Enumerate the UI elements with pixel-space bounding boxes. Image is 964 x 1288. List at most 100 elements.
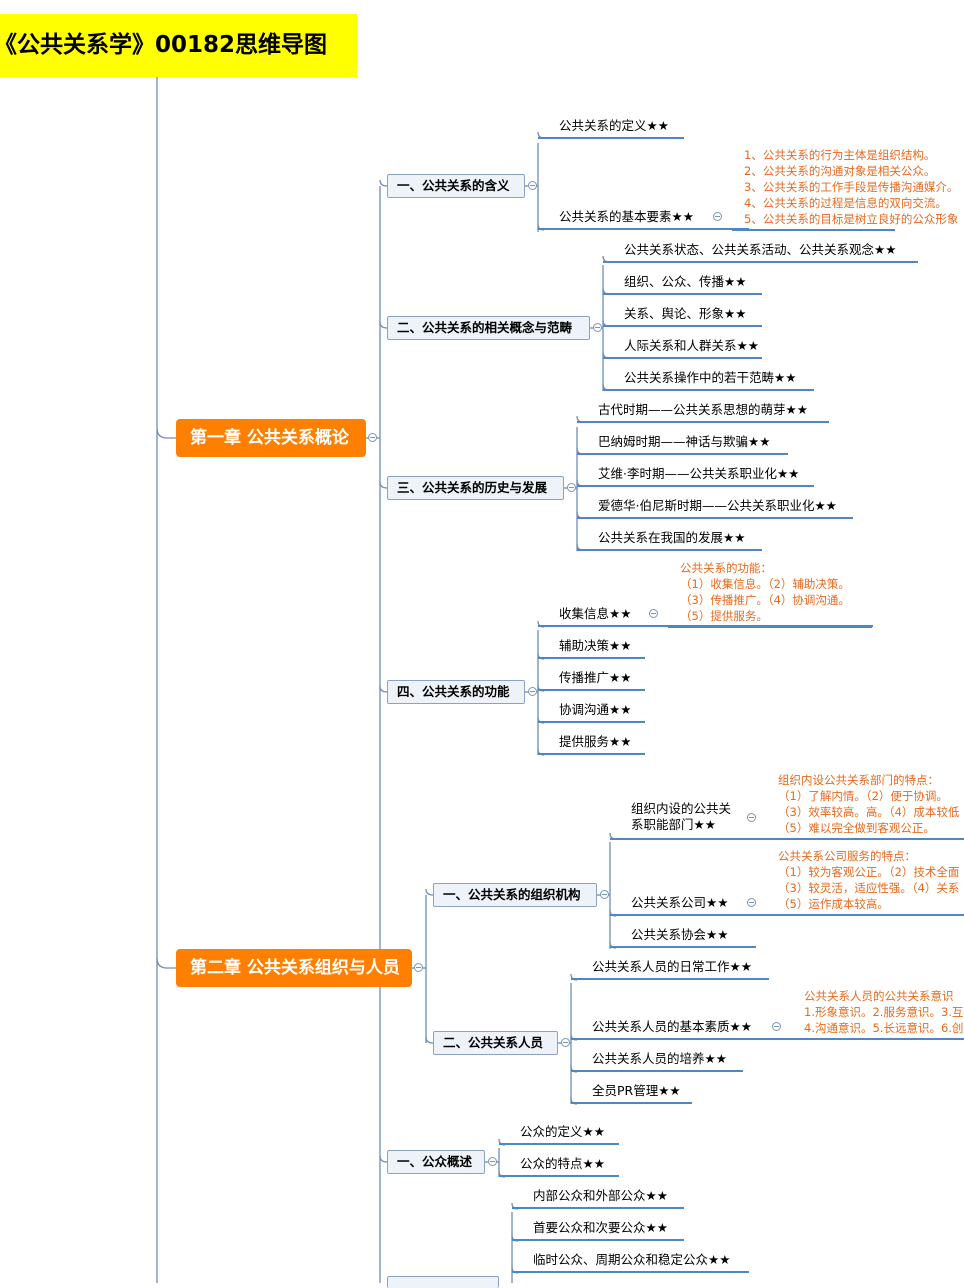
- leaf-node-label[interactable]: 公共关系公司★★: [631, 895, 729, 910]
- collapse-toggle-icon[interactable]: [747, 813, 756, 822]
- leaf-node-underline: [571, 1102, 692, 1104]
- annotation-note-line: 3、公共关系的工作手段是传播沟通媒介。: [744, 180, 959, 194]
- collapse-toggle-icon[interactable]: [561, 1038, 570, 1047]
- leaf-node-label[interactable]: 公共关系协会★★: [631, 927, 729, 942]
- collapse-toggle-icon[interactable]: [414, 963, 423, 972]
- collapse-toggle-icon[interactable]: [567, 483, 576, 492]
- collapse-toggle-icon[interactable]: [649, 609, 658, 618]
- leaf-node-underline: [610, 946, 756, 948]
- collapse-toggle-icon[interactable]: [600, 890, 609, 899]
- annotation-note-line: 4.沟通意识。5.长远意识。6.创: [804, 1021, 964, 1035]
- leaf-node-underline: [512, 1239, 684, 1241]
- leaf-node-underline: [538, 721, 645, 723]
- leaf-node-label[interactable]: 关系、舆论、形象★★: [624, 306, 747, 321]
- leaf-node-label[interactable]: 公共关系状态、公共关系活动、公共关系观念★★: [624, 242, 897, 257]
- leaf-node-label[interactable]: 公共关系的定义★★: [559, 118, 669, 133]
- annotation-note-line: （3）效率较高。高。（4）成本较低: [778, 805, 960, 819]
- annotation-note-line: 公共关系公司服务的特点：: [778, 849, 916, 863]
- leaf-node-label[interactable]: 内部公众和外部公众★★: [533, 1188, 668, 1203]
- leaf-node-label[interactable]: 古代时期——公共关系思想的萌芽★★: [598, 402, 808, 417]
- section-link: [379, 1155, 388, 1163]
- collapse-toggle-icon[interactable]: [747, 898, 756, 907]
- section-1-3-node[interactable]: 三、公共关系的历史与发展: [387, 476, 564, 500]
- leaf-node-underline: [512, 1207, 684, 1209]
- leaf-node-label[interactable]: 全员PR管理★★: [592, 1083, 681, 1098]
- annotation-note-line: 1、公共关系的行为主体是组织结构。: [744, 148, 936, 162]
- leaf-node-label[interactable]: 公共关系人员的日常工作★★: [592, 959, 752, 974]
- map-title: 《公共关系学》00182思维导图: [0, 14, 357, 77]
- collapse-toggle-icon[interactable]: [593, 323, 602, 332]
- leaf-node-underline: [603, 261, 918, 263]
- leaf-node-label[interactable]: 公众的特点★★: [520, 1156, 605, 1171]
- section-1-4-node[interactable]: 四、公共关系的功能: [387, 680, 525, 704]
- annotation-note-line: 1.形象意识。2.服务意识。3.互: [804, 1005, 964, 1019]
- annotation-note-line: 组织内设公共关系部门的特点：: [778, 773, 939, 787]
- leaf-node-label[interactable]: 巴纳姆时期——神话与欺骗★★: [598, 434, 771, 449]
- annotation-note-line: 公共关系的功能：: [680, 561, 772, 575]
- collapse-toggle-icon[interactable]: [488, 1157, 497, 1166]
- annotation-note-line: 公共关系人员的公共关系意识: [804, 989, 954, 1003]
- leaf-node-underline: [538, 137, 684, 139]
- annotation-note-line: （5）运作成本较高。: [778, 897, 889, 911]
- section-3-1-node[interactable]: 一、公众概述: [387, 1150, 485, 1174]
- leaf-node-underline: [603, 357, 762, 359]
- annotation-note-underline: [732, 229, 895, 231]
- chapter-2-branch: [156, 957, 176, 969]
- leaf-node-label[interactable]: 人际关系和人群关系★★: [624, 338, 759, 353]
- leaf-node-underline: [603, 293, 762, 295]
- leaf-node-underline: [538, 689, 645, 691]
- leaf-node-underline: [538, 228, 749, 230]
- leaf-node-label[interactable]: 首要公众和次要公众★★: [533, 1220, 668, 1235]
- leaf-node-label[interactable]: 提供服务★★: [559, 734, 632, 749]
- leaf-node-underline: [499, 1143, 619, 1145]
- annotation-note-line: （3）传播推广。（4）协调沟通。: [680, 593, 850, 607]
- section-1-2-node[interactable]: 二、公共关系的相关概念与范畴: [387, 316, 590, 340]
- collapse-toggle-icon[interactable]: [772, 1022, 781, 1031]
- section-1-1-node[interactable]: 一、公共关系的含义: [387, 174, 525, 198]
- leaf-node-label[interactable]: 公众的定义★★: [520, 1124, 605, 1139]
- annotation-note-line: （5）难以完全做到客观公正。: [778, 821, 935, 835]
- leaf-node-underline: [603, 325, 762, 327]
- leaf-node-label[interactable]: 传播推广★★: [559, 670, 632, 685]
- leaf-node-label[interactable]: 辅助决策★★: [559, 638, 632, 653]
- leaf-node-label[interactable]: 组织内设的公共关 系职能部门★★: [631, 801, 732, 832]
- annotation-note-line: 4、公共关系的过程是信息的双向交流。: [744, 196, 947, 210]
- annotation-note-line: （1）了解内情。（2）便于协调。: [778, 789, 948, 803]
- section-link: [379, 321, 388, 329]
- leaf-node-underline: [577, 453, 788, 455]
- leaf-node-label[interactable]: 艾维·李时期——公共关系职业化★★: [598, 466, 800, 481]
- annotation-note-line: （1）收集信息。（2）辅助决策。: [680, 577, 850, 591]
- leaf-node-label[interactable]: 协调沟通★★: [559, 702, 632, 717]
- leaf-node-label[interactable]: 组织、公众、传播★★: [624, 274, 747, 289]
- leaf-node-label[interactable]: 收集信息★★: [559, 606, 632, 621]
- collapse-toggle-icon[interactable]: [713, 212, 722, 221]
- collapse-toggle-icon[interactable]: [528, 181, 537, 190]
- section-2-1-node[interactable]: 一、公共关系的组织机构: [433, 883, 597, 907]
- leaf-node-label[interactable]: 公共关系操作中的若干范畴★★: [624, 370, 797, 385]
- annotation-note-underline: [766, 914, 964, 916]
- annotation-note-underline: [668, 626, 872, 628]
- leaf-node-label[interactable]: 公共关系人员的培养★★: [592, 1051, 727, 1066]
- leaf-node-label[interactable]: 公共关系在我国的发展★★: [598, 530, 746, 545]
- chapter-1-node[interactable]: 第一章 公共关系概论: [176, 419, 366, 457]
- leaf-node-underline: [538, 657, 645, 659]
- leaf-node-underline: [512, 1271, 749, 1273]
- leaf-node-underline: [610, 838, 769, 840]
- chapter-2-node[interactable]: 第二章 公共关系组织与人员: [176, 949, 412, 987]
- chapter-1-branch: [156, 427, 176, 439]
- leaf-node-underline: [571, 1038, 795, 1040]
- leaf-node-label[interactable]: 公共关系的基本要素★★: [559, 209, 694, 224]
- annotation-note-underline: [766, 838, 964, 840]
- section-2-2-node[interactable]: 二、公共关系人员: [433, 1031, 558, 1055]
- leaf-node-label[interactable]: 爱德华·伯尼斯时期——公共关系职业化★★: [598, 498, 837, 513]
- collapse-toggle-icon[interactable]: [528, 687, 537, 696]
- section-link: [425, 1036, 434, 1044]
- leaf-node-underline: [577, 517, 853, 519]
- annotation-note-line: （3）较灵活，适应性强。（4）关系: [778, 881, 960, 895]
- leaf-node-label[interactable]: 临时公众、周期公众和稳定公众★★: [533, 1252, 731, 1267]
- section-link: [379, 179, 388, 187]
- leaf-node-underline: [571, 978, 769, 980]
- leaf-node-label[interactable]: 公共关系人员的基本素质★★: [592, 1019, 752, 1034]
- collapse-toggle-icon[interactable]: [368, 433, 377, 442]
- leaf-node-underline: [499, 1175, 619, 1177]
